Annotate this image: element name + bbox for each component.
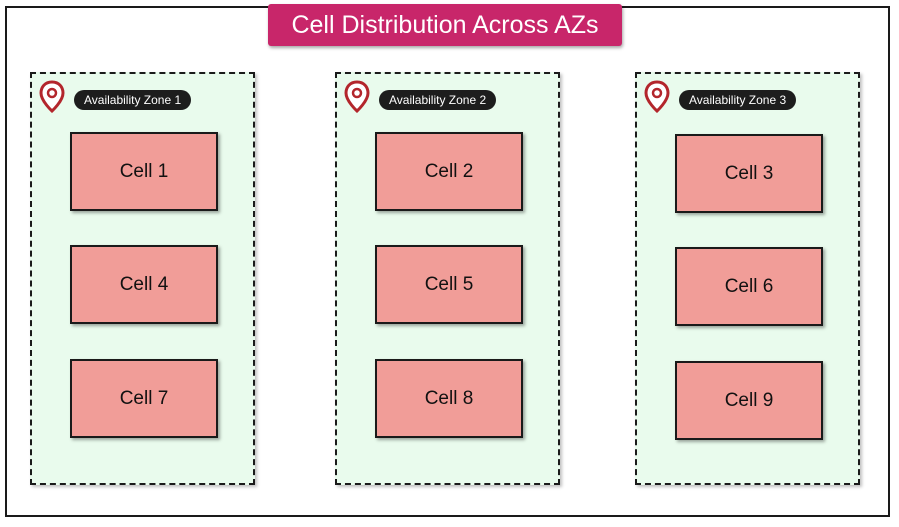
availability-zone-1: Availability Zone 1 Cell 1 Cell 4 Cell 7	[30, 72, 255, 485]
location-pin-icon	[344, 80, 370, 114]
zone-label-badge: Availability Zone 2	[379, 90, 497, 110]
cell-box: Cell 3	[675, 134, 823, 213]
cell-box: Cell 6	[675, 247, 823, 326]
location-pin-icon	[39, 80, 65, 114]
cell-box: Cell 8	[375, 359, 523, 438]
diagram-title: Cell Distribution Across AZs	[268, 4, 622, 46]
cell-box: Cell 9	[675, 361, 823, 440]
location-pin-icon	[644, 80, 670, 114]
cell-box: Cell 1	[70, 132, 218, 211]
availability-zone-3: Availability Zone 3 Cell 3 Cell 6 Cell 9	[635, 72, 860, 485]
cell-box: Cell 2	[375, 132, 523, 211]
zone-label-badge: Availability Zone 1	[74, 90, 192, 110]
zone-label-badge: Availability Zone 3	[679, 90, 797, 110]
cell-box: Cell 5	[375, 245, 523, 324]
availability-zone-2: Availability Zone 2 Cell 2 Cell 5 Cell 8	[335, 72, 560, 485]
cell-box: Cell 4	[70, 245, 218, 324]
cell-box: Cell 7	[70, 359, 218, 438]
